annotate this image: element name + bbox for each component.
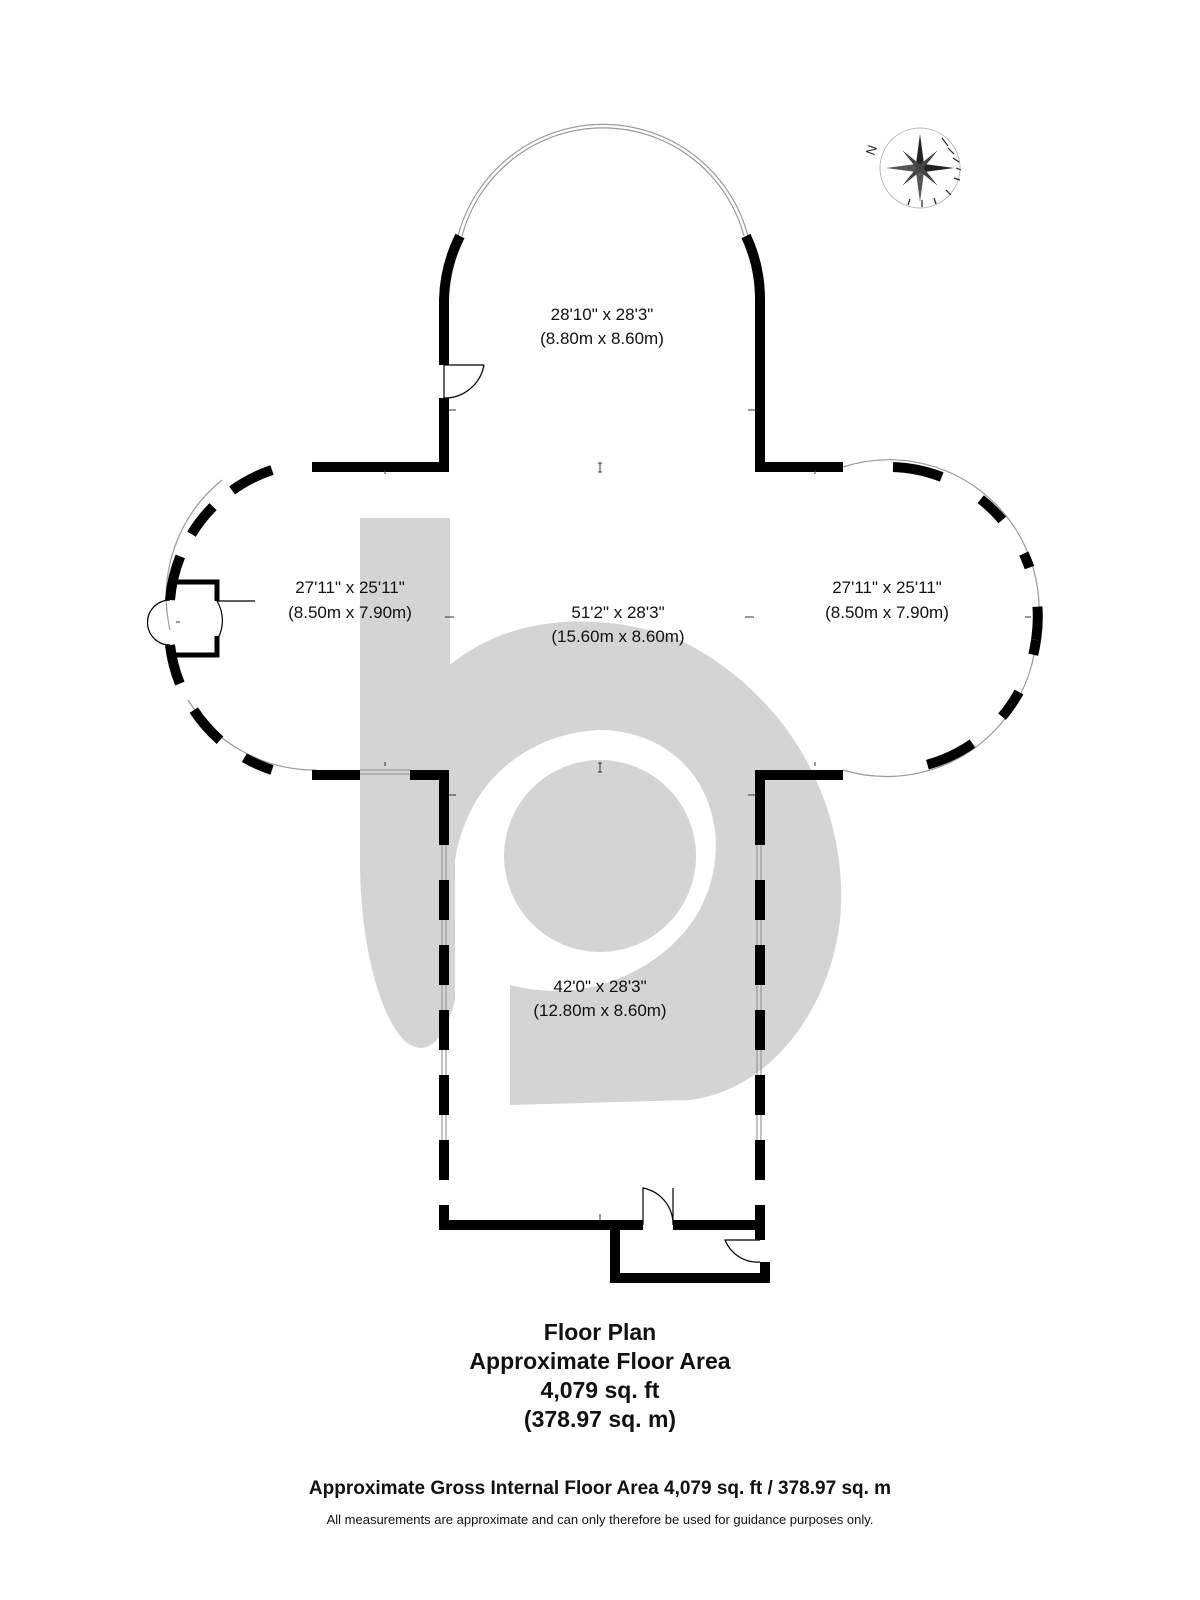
- wall-top-left-arc: [439, 233, 465, 365]
- door-top: [443, 364, 485, 399]
- disclaimer-text: All measurements are approximate and can…: [326, 1512, 874, 1527]
- room-top-size-metric: (8.80m x 8.60m): [540, 329, 664, 348]
- room-top-size: 28'10" x 28'3": [551, 305, 654, 324]
- title-area-sqm: (378.97 sq. m): [523, 1406, 677, 1432]
- wall-left-arc: [165, 465, 274, 601]
- room-right-size: 27'11" x 25'11": [832, 578, 942, 597]
- title-approx-area: Approximate Floor Area: [469, 1348, 731, 1374]
- room-bottom-size-metric: (12.80m x 8.60m): [533, 1001, 666, 1020]
- doorway-markers: [176, 409, 1031, 1220]
- walls: [165, 233, 1043, 1283]
- room-left-size-metric: (8.50m x 7.90m): [288, 603, 412, 622]
- gross-area-text: Approximate Gross Internal Floor Area 4,…: [308, 1478, 892, 1499]
- title-block: Floor Plan Approximate Floor Area 4,079 …: [0, 1318, 1200, 1434]
- room-center-size: 51'2" x 28'3": [571, 603, 664, 622]
- watermark-logo: [360, 518, 842, 1105]
- door-left-outer: [146, 599, 171, 646]
- compass-rose-icon: N: [863, 127, 962, 209]
- doors: [146, 364, 761, 1263]
- wall-top-right-arc: [741, 233, 766, 467]
- room-bottom-size: 42'0" x 28'3": [553, 977, 646, 996]
- compass-north-label: N: [863, 143, 880, 157]
- door-annex: [724, 1239, 761, 1263]
- door-bottom: [642, 1187, 674, 1226]
- watermark-letter-b: [360, 518, 842, 1105]
- wall-left-arc-lower: [165, 644, 274, 775]
- title-floor-plan: Floor Plan: [543, 1319, 657, 1345]
- room-right-size-metric: (8.50m x 7.90m): [825, 603, 949, 622]
- room-center-size-metric: (15.60m x 8.60m): [551, 627, 684, 646]
- wall-porch: [170, 579, 220, 658]
- wall-right-arc: [892, 462, 1043, 641]
- wall-right-arc-lower: [892, 639, 1041, 775]
- room-labels: 28'10" x 28'3" (8.80m x 8.60m) 27'11" x …: [288, 305, 949, 1020]
- wall-annex: [610, 1225, 770, 1283]
- room-left-size: 27'11" x 25'11": [295, 578, 405, 597]
- door-left-entrance: [216, 600, 255, 641]
- title-area-sqft: 4,079 sq. ft: [540, 1377, 660, 1403]
